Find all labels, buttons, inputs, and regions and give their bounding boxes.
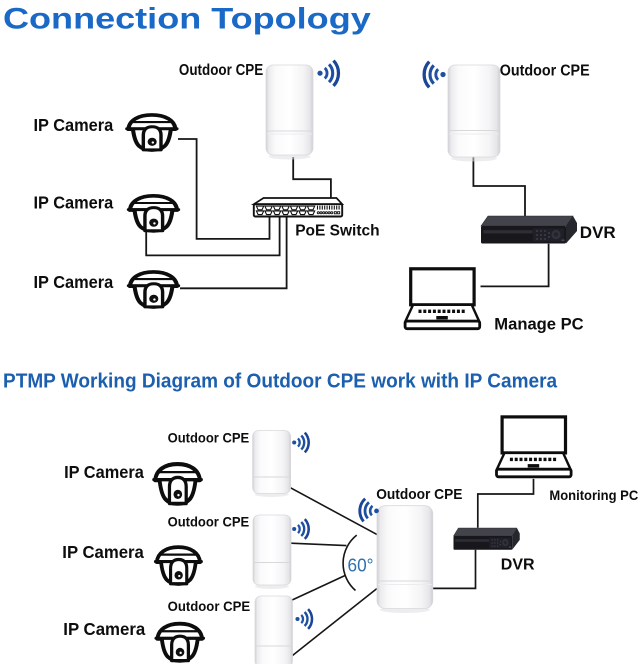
svg-text:Outdoor CPE: Outdoor CPE (179, 62, 263, 79)
svg-text:IP Camera: IP Camera (64, 461, 144, 482)
svg-text:PoE Switch: PoE Switch (295, 222, 379, 239)
svg-text:Outdoor CPE: Outdoor CPE (376, 487, 462, 504)
svg-text:IP Camera: IP Camera (62, 542, 144, 563)
svg-text:DVR: DVR (501, 557, 535, 574)
svg-text:DVR: DVR (580, 223, 616, 242)
svg-text:Outdoor CPE: Outdoor CPE (168, 599, 251, 614)
svg-text:Outdoor CPE: Outdoor CPE (168, 514, 250, 530)
svg-text:Outdoor CPE: Outdoor CPE (168, 430, 250, 446)
svg-text:PTMP Working Diagram of Outdoo: PTMP Working Diagram of Outdoor CPE work… (3, 370, 557, 393)
svg-text:60°: 60° (348, 555, 374, 576)
svg-text:IP Camera: IP Camera (34, 192, 114, 213)
svg-text:Connection Topology: Connection Topology (3, 2, 371, 35)
svg-text:IP Camera: IP Camera (34, 271, 114, 292)
svg-text:Outdoor CPE: Outdoor CPE (500, 62, 590, 80)
svg-text:IP Camera: IP Camera (63, 619, 145, 640)
svg-text:IP Camera: IP Camera (34, 114, 114, 135)
svg-text:Monitoring PC: Monitoring PC (549, 488, 638, 504)
svg-text:Manage PC: Manage PC (494, 314, 583, 333)
